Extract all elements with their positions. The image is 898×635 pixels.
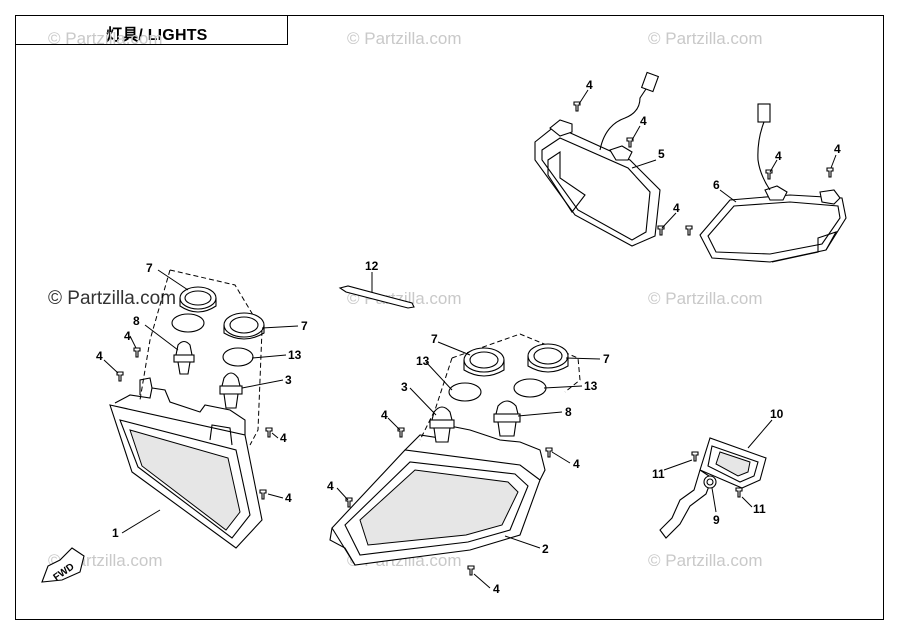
callout-4: 4	[573, 457, 580, 471]
screw-icon	[685, 225, 693, 236]
lamp-5	[534, 71, 677, 247]
callout-4: 4	[280, 431, 287, 445]
bulb-8a	[173, 340, 195, 375]
callout-11: 11	[652, 467, 665, 481]
clip-12	[338, 272, 415, 309]
bulb-8b	[493, 400, 521, 437]
seal-ring	[171, 313, 205, 333]
callout-8: 8	[565, 405, 572, 419]
callout-4: 4	[586, 78, 593, 92]
bulb-ring-7c	[463, 347, 505, 377]
callout-4: 4	[493, 582, 500, 596]
callout-4: 4	[673, 201, 680, 215]
screw-icon	[735, 487, 743, 498]
screw-icon	[545, 447, 553, 458]
bulb-ring-7a	[179, 286, 217, 313]
callout-4: 4	[775, 149, 782, 163]
bulb-9	[703, 475, 717, 489]
title-box	[15, 15, 288, 45]
callout-4: 4	[124, 329, 131, 343]
screw-icon	[397, 427, 405, 438]
screw-icon	[116, 371, 124, 382]
callout-13: 13	[288, 348, 302, 362]
callout-13: 13	[584, 379, 598, 393]
seal-ring	[448, 382, 482, 402]
page-title: 灯具/ LIGHTS	[106, 27, 208, 44]
callout-6: 6	[713, 178, 720, 192]
callout-1: 1	[112, 526, 119, 540]
bulb-3a	[219, 372, 243, 409]
screw-icon	[467, 565, 475, 576]
callout-7: 7	[146, 261, 153, 275]
callout-5: 5	[658, 147, 665, 161]
screw-icon	[826, 167, 834, 178]
center-headlight-assembly	[329, 333, 601, 589]
callout-4: 4	[640, 114, 647, 128]
callout-11: 11	[753, 502, 766, 516]
screw-icon	[765, 169, 773, 180]
callout-7: 7	[603, 352, 610, 366]
callout-4: 4	[327, 479, 334, 493]
screw-icon	[691, 451, 699, 462]
screw-icon	[345, 497, 353, 508]
screw-icon	[265, 427, 273, 438]
bulb-ring-7d	[527, 343, 569, 373]
watermark: © Partzilla.com	[648, 551, 763, 570]
screw-icon	[259, 489, 267, 500]
bulb-3b	[429, 406, 455, 443]
callout-8: 8	[133, 314, 140, 328]
callout-3: 3	[285, 373, 292, 387]
seal-ring	[513, 378, 547, 398]
watermark: © Partzilla.com	[347, 29, 462, 48]
screw-icon	[133, 347, 141, 358]
callout-12: 12	[365, 259, 379, 273]
tail-light-10	[659, 419, 773, 539]
callout-10: 10	[770, 407, 784, 421]
callout-4: 4	[834, 142, 841, 156]
callout-9: 9	[713, 513, 720, 527]
watermark: © Partzilla.com	[48, 288, 176, 309]
lamp-6	[685, 103, 847, 263]
callout-7: 7	[301, 319, 308, 333]
callout-13: 13	[416, 354, 430, 368]
callout-2: 2	[542, 542, 549, 556]
bulb-ring-7b	[223, 312, 265, 340]
screw-icon	[657, 225, 665, 236]
watermark: © Partzilla.com	[648, 289, 763, 308]
callout-4: 4	[381, 408, 388, 422]
callout-4: 4	[96, 349, 103, 363]
seal-ring	[222, 347, 254, 367]
callout-4: 4	[285, 491, 292, 505]
callout-7: 7	[431, 332, 438, 346]
left-headlight-assembly	[103, 269, 299, 549]
watermark: © Partzilla.com	[48, 29, 163, 48]
watermark: © Partzilla.com	[648, 29, 763, 48]
callout-3: 3	[401, 380, 408, 394]
diagram-frame	[15, 15, 884, 620]
